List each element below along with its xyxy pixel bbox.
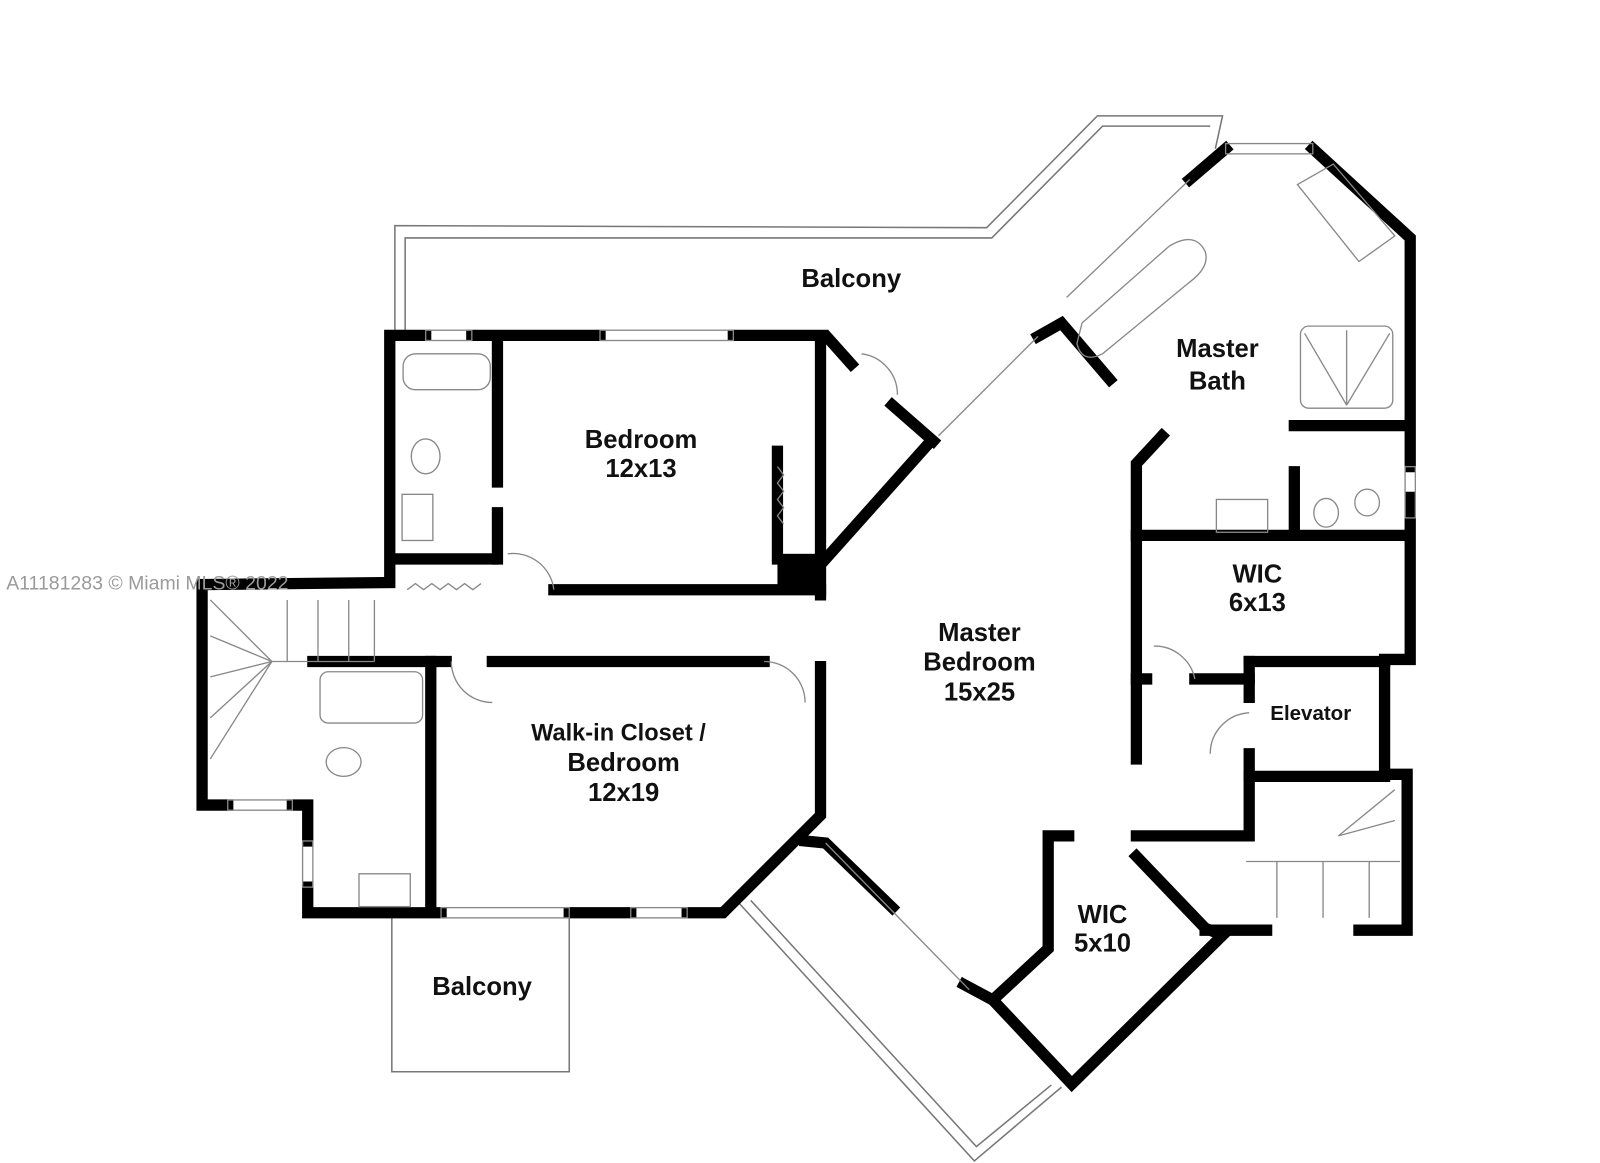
room-label-wic-6x13: WIC xyxy=(1232,561,1282,589)
watermark: A11181283 © Miami MLS® 2022 xyxy=(6,573,288,595)
room-label-wic-5x10: WIC xyxy=(1078,901,1128,929)
room-size-walkin-closet: 12x19 xyxy=(588,779,659,807)
room-label-master-bath-2: Bath xyxy=(1189,368,1246,396)
room-label-balcony-bottom: Balcony xyxy=(432,973,532,1001)
room-size-wic-5x10: 5x10 xyxy=(1074,930,1131,958)
room-label-balcony-top: Balcony xyxy=(801,265,901,293)
room-label-bedroom: Bedroom xyxy=(585,426,697,454)
fixtures xyxy=(209,142,1417,991)
room-label-master-bedroom-2: Bedroom xyxy=(923,649,1035,677)
room-label-walkin-closet: Walk-in Closet / xyxy=(531,719,706,745)
room-size-wic-6x13: 6x13 xyxy=(1229,589,1286,617)
balcony-outlines xyxy=(391,115,1224,1163)
room-label-master-bedroom: Master xyxy=(938,619,1021,647)
walls xyxy=(196,140,1416,1093)
room-label-walkin-closet-2: Bedroom xyxy=(567,749,679,777)
room-size-bedroom: 12x13 xyxy=(605,455,676,483)
room-label-elevator: Elevator xyxy=(1270,702,1351,725)
room-size-master-bedroom: 15x25 xyxy=(944,678,1015,706)
room-label-master-bath: Master xyxy=(1176,335,1259,363)
